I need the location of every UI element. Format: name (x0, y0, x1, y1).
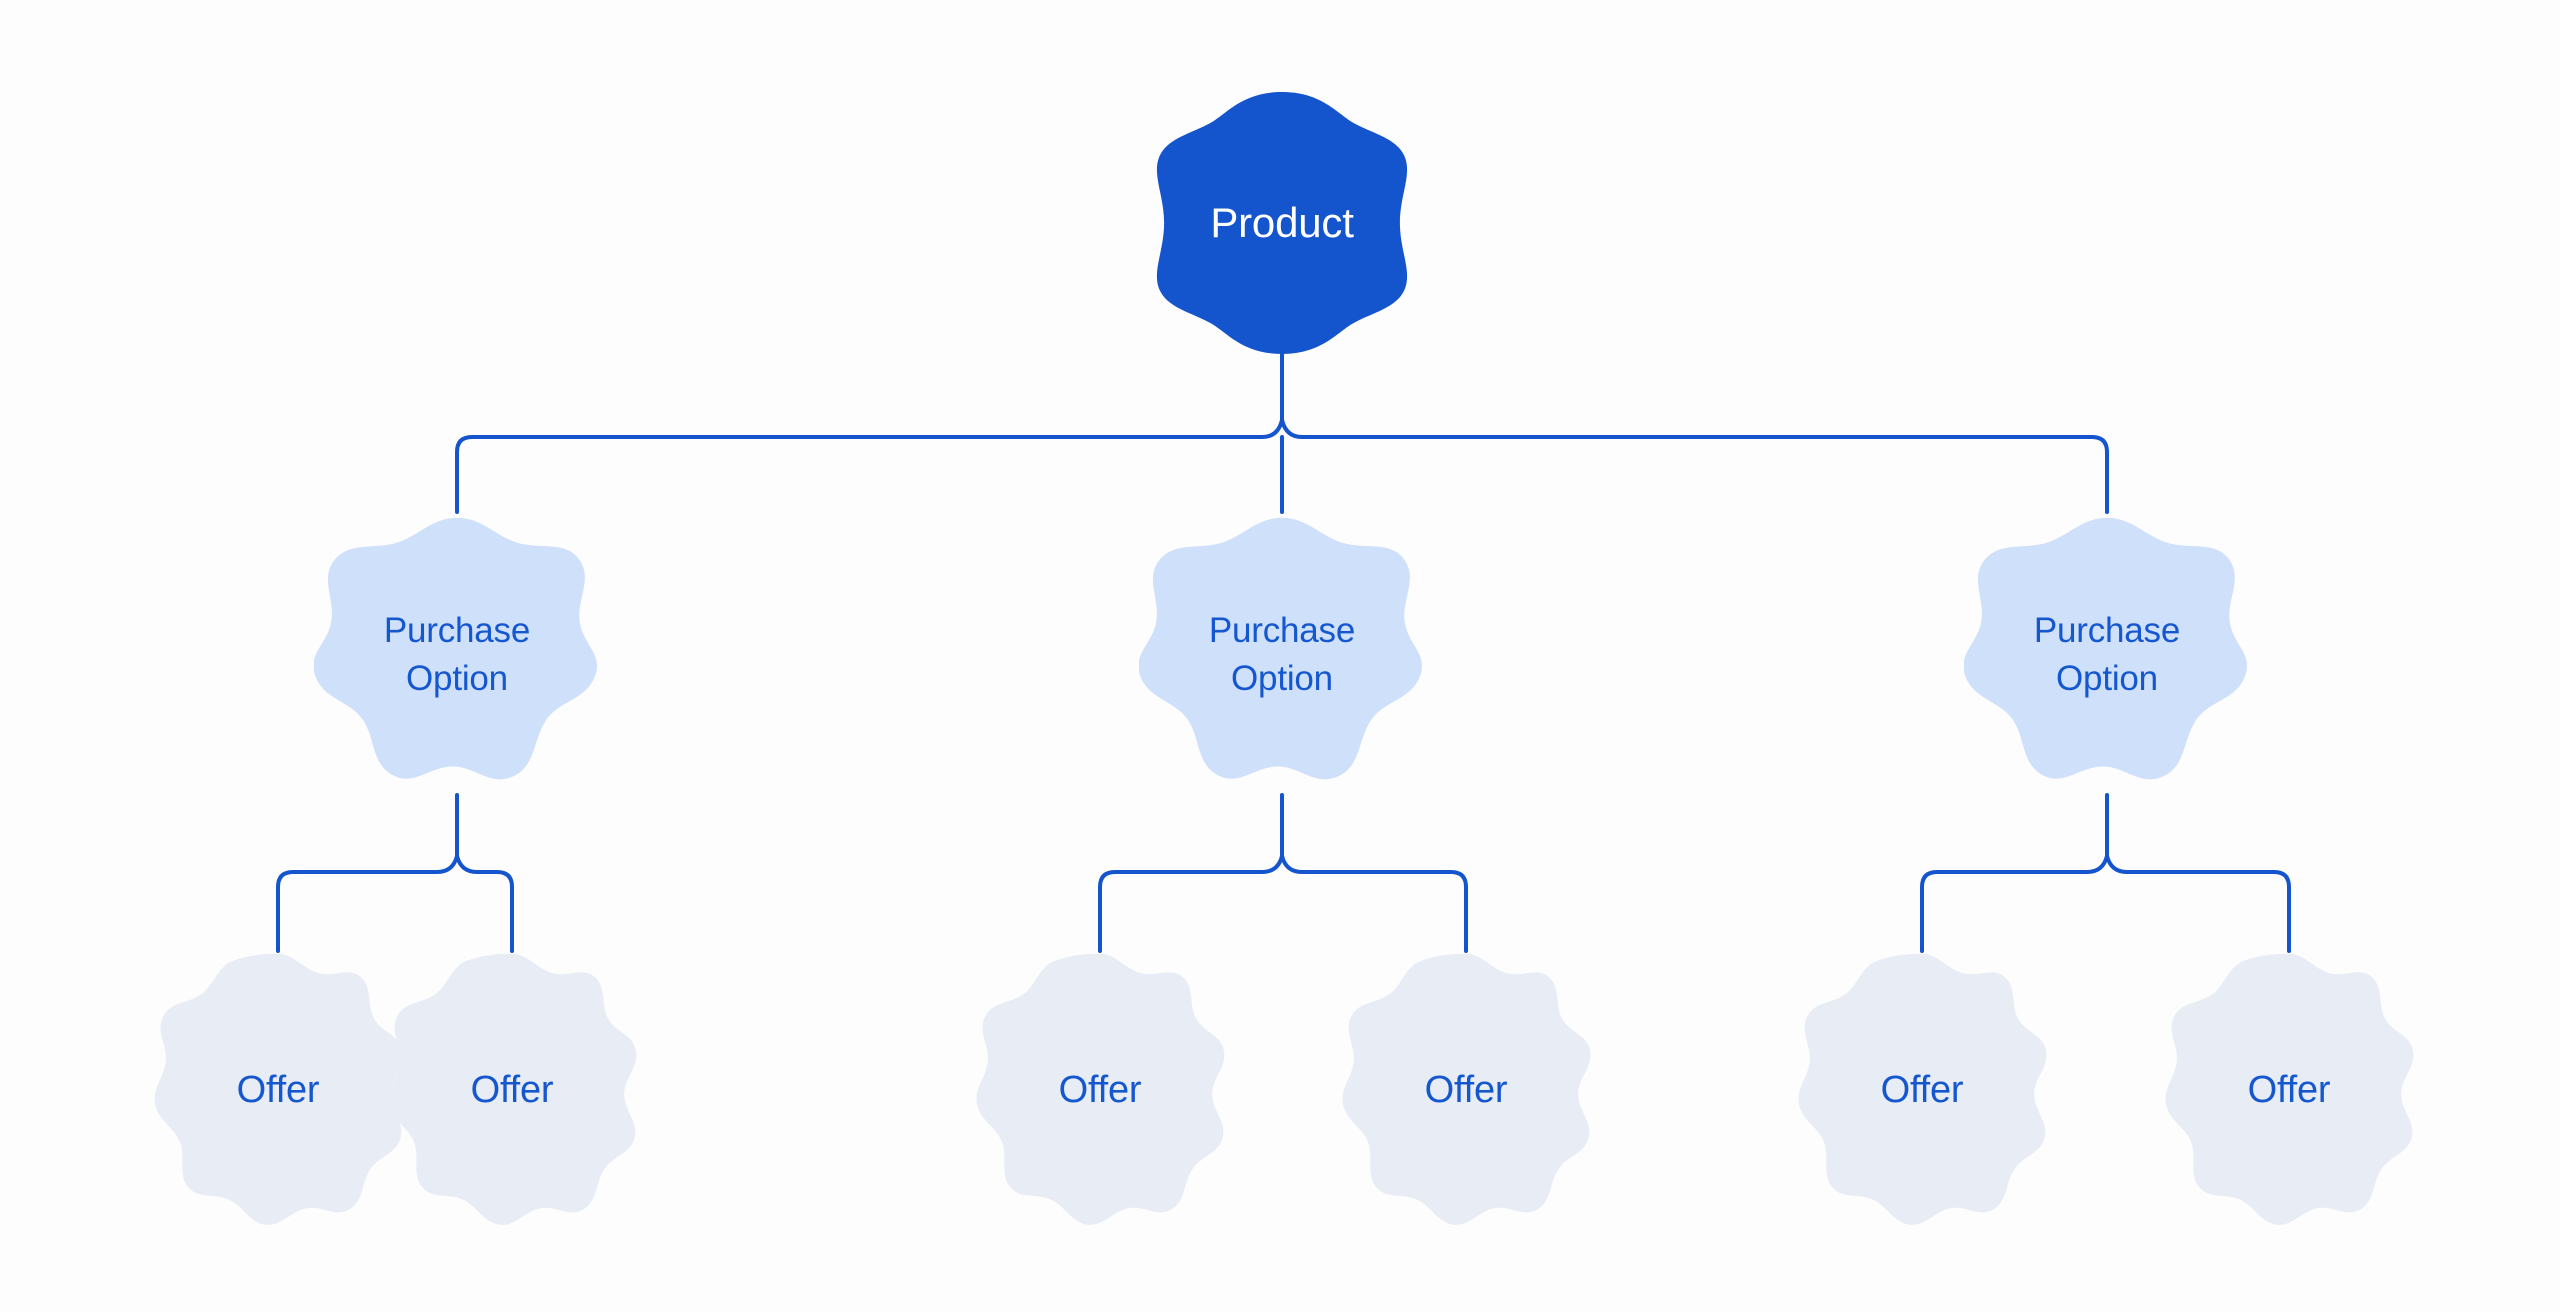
node-offer-5[interactable]: Offer (1790, 951, 2054, 1229)
edge-option2-fillet-right (1280, 854, 1304, 874)
edge-bus-level1-right (1300, 435, 2109, 514)
offer-blob-shape (388, 953, 637, 1225)
purchase-option-blob-shape (1964, 517, 2248, 780)
offer-blob-shape (1342, 953, 1591, 1225)
edge-option3-to-offer5 (1920, 870, 2089, 953)
node-offer-label: Offer (1880, 1068, 1964, 1111)
edge-option1-fillet-right (455, 854, 479, 874)
product-blob-shape (1156, 92, 1408, 354)
edge-product-bus-fillet-right (1280, 418, 1304, 439)
edge-option2-to-offer3 (1098, 870, 1264, 953)
node-offer-1[interactable]: Offer (146, 951, 410, 1229)
node-product-label: Product (1210, 199, 1354, 247)
edge-product-bus-fillet-left (1260, 418, 1284, 439)
node-offer-label: Offer (1058, 1068, 1142, 1111)
edge-bus-level1-left (455, 435, 1264, 514)
node-purchase-option-label: Purchase Option (383, 610, 531, 698)
edge-option1-to-offer2 (475, 870, 514, 953)
node-offer-label: Offer (1424, 1068, 1508, 1111)
node-offer-label: Offer (2247, 1068, 2331, 1111)
purchase-option-blob-shape (1139, 517, 1423, 780)
edge-option3-to-offer6 (2125, 870, 2291, 953)
edge-option3-fillet-left (2085, 854, 2109, 874)
edge-option3-fillet-right (2105, 854, 2129, 874)
node-offer-2[interactable]: Offer (380, 951, 644, 1229)
node-product[interactable]: Product (1151, 92, 1413, 354)
purchase-option-blob-shape (314, 517, 598, 780)
node-offer-label: Offer (236, 1068, 320, 1111)
offer-blob-shape (2165, 953, 2414, 1225)
edge-option2-fillet-left (1260, 854, 1284, 874)
node-offer-label: Offer (470, 1068, 554, 1111)
node-purchase-option-label: Purchase Option (2033, 610, 2181, 698)
edge-option2-to-offer4 (1300, 870, 1468, 953)
offer-blob-shape (976, 953, 1225, 1225)
edge-option1-to-offer1 (276, 870, 439, 953)
node-offer-3[interactable]: Offer (968, 951, 1232, 1229)
node-purchase-option-2[interactable]: Purchase Option (1139, 512, 1425, 798)
edge-option1-fillet-left (435, 854, 459, 874)
node-purchase-option-label: Purchase Option (1208, 610, 1356, 698)
node-offer-6[interactable]: Offer (2157, 951, 2421, 1229)
node-purchase-option-1[interactable]: Purchase Option (314, 512, 600, 798)
offer-blob-shape (1798, 953, 2047, 1225)
node-purchase-option-3[interactable]: Purchase Option (1964, 512, 2250, 798)
node-offer-4[interactable]: Offer (1334, 951, 1598, 1229)
offer-blob-shape (154, 953, 403, 1225)
